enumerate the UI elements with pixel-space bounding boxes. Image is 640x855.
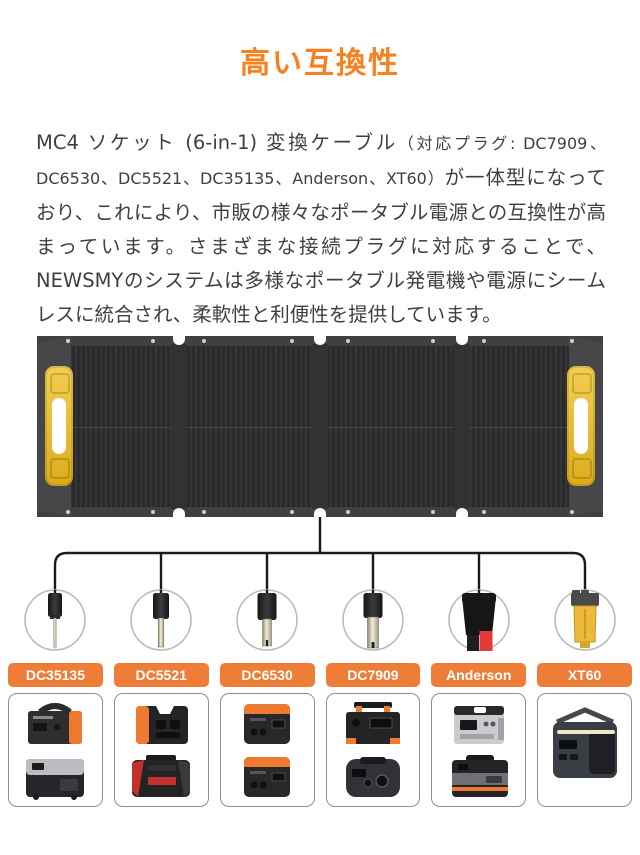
rivet-dot: [289, 339, 294, 343]
device-card-dc7909: [325, 693, 421, 807]
anderson-plug-icon: [462, 593, 496, 651]
panel-fold-seam: [312, 344, 328, 509]
power-station-photo: [28, 702, 83, 744]
page-title: 高い互換性: [240, 46, 400, 81]
carry-handle-icon: [45, 366, 73, 486]
power-station-photo: [132, 754, 191, 797]
rivet-dot: [569, 339, 574, 343]
rivet-dot: [66, 339, 71, 343]
power-station-photo: [26, 758, 85, 800]
rivet-dot: [201, 510, 206, 514]
carry-handle-icon: [567, 366, 595, 486]
description-paragraph: MC4 ソケット (6-in-1) 変換ケーブル（対応プラグ: DC7909、D…: [36, 126, 606, 332]
panel-fold-seam: [453, 344, 470, 509]
rivet-dot: [151, 339, 156, 343]
hinge-notch: [314, 336, 326, 345]
device-card-xt60: [537, 693, 632, 807]
cable-wires: [53, 505, 587, 593]
description-lead: MC4 ソケット (6-in-1) 変換ケーブル: [36, 130, 398, 154]
description-plug-list: （対応プラグ: DC7909、DC6530、DC5521、DC35135、And…: [36, 133, 606, 188]
description-body: が一体型になっており、これにより、市販の様々なポータブル電源との互換性が高まって…: [36, 165, 606, 326]
xt60-plug-icon: [571, 590, 599, 648]
handle-grip-slot: [52, 398, 66, 454]
rivet-dot: [151, 510, 156, 514]
device-card-dc5521: [113, 693, 209, 807]
power-station-photo: [345, 756, 400, 797]
cable-tails: [53, 590, 587, 593]
handle-detail: [572, 458, 592, 479]
device-card-dc6530: [219, 693, 315, 807]
device-card-anderson: [431, 693, 527, 807]
handle-grip-slot: [574, 398, 588, 454]
rivet-dot: [569, 510, 574, 514]
hinge-notch: [314, 508, 326, 517]
connector-label-dc35135: DC35135: [8, 663, 103, 687]
handle-detail: [50, 373, 70, 394]
device-card-dc35135: [8, 693, 103, 807]
connector-label-dc5521: DC5521: [113, 663, 209, 687]
power-station-photo: [136, 705, 189, 744]
rivet-dot: [482, 339, 487, 343]
dc35135-barrel-plug-icon: [48, 593, 62, 649]
power-station-photo: [345, 701, 400, 744]
connector-label-dc6530: DC6530: [219, 663, 315, 687]
hinge-notch: [172, 336, 185, 345]
connector-tree-diagram: [24, 505, 616, 651]
connector-label-xt60: XT60: [537, 663, 632, 687]
connector-label-dc7909: DC7909: [325, 663, 421, 687]
rivet-dot: [482, 510, 487, 514]
handle-detail: [50, 458, 70, 479]
rivet-dot: [66, 510, 71, 514]
power-station-photo: [552, 707, 617, 778]
solar-panel-image: [37, 336, 603, 517]
rivet-dot: [289, 510, 294, 514]
hinge-notch: [455, 508, 468, 517]
hinge-notch: [172, 508, 185, 517]
rivet-dot: [346, 339, 351, 343]
power-station-photo: [244, 756, 291, 797]
rivet-dot: [431, 510, 436, 514]
hinge-notch: [455, 336, 468, 345]
compatible-device-row: [0, 693, 640, 807]
power-station-photo: [451, 754, 508, 797]
dc5521-barrel-plug-icon: [153, 593, 169, 648]
power-station-photo: [244, 703, 291, 744]
power-station-photo: [453, 705, 504, 744]
rivet-dot: [346, 510, 351, 514]
dc7909-barrel-plug-icon: [363, 593, 383, 649]
rivet-dot: [201, 339, 206, 343]
connector-circles: [24, 589, 616, 651]
rivet-dot: [431, 339, 436, 343]
connector-label-anderson: Anderson: [431, 663, 527, 687]
handle-detail: [572, 373, 592, 394]
dc6530-barrel-plug-icon: [257, 593, 277, 647]
connector-label-row: DC35135 DC5521 DC6530 DC7909 Anderson XT…: [0, 663, 640, 687]
panel-fold-seam: [170, 344, 187, 509]
